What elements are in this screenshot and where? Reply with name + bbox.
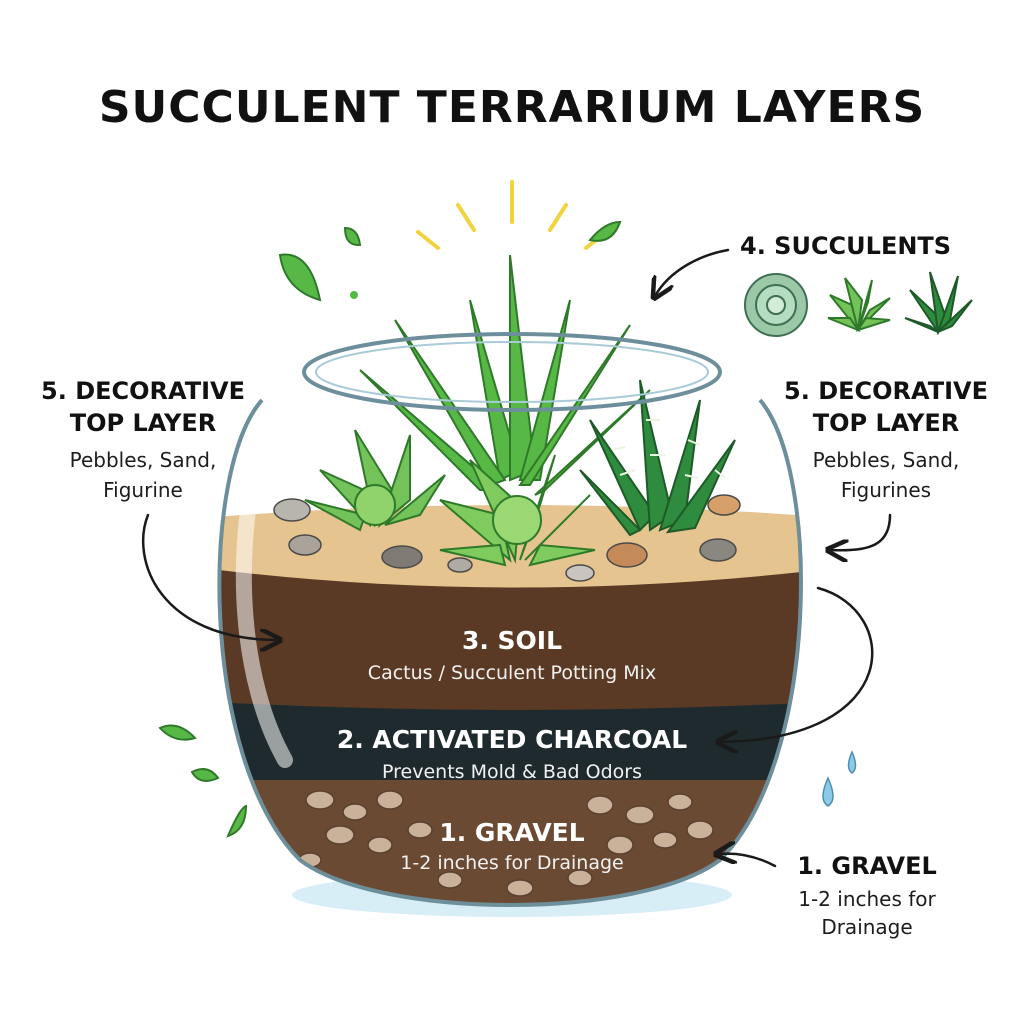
arrow-succulents	[655, 248, 730, 296]
charcoal-heading: 2. ACTIVATED CHARCOAL	[336, 725, 688, 754]
gravel-sub: 1-2 inches for Drainage	[400, 852, 624, 874]
arrow-top-right	[830, 513, 892, 550]
water-drop-icon	[822, 750, 857, 807]
gravel-heading: 1. GRAVEL	[439, 818, 585, 847]
echeveria-center	[439, 454, 596, 567]
arrow-top-left	[141, 513, 278, 640]
echeveria-icon	[827, 277, 891, 333]
rosette-succulent-left	[304, 429, 446, 532]
charcoal-sub: Prevents Mold & Bad Odors	[382, 761, 642, 783]
glass-highlight	[235, 462, 293, 768]
arrow-gravel	[718, 854, 777, 868]
top-left-heading-line1: 5. DECORATIVE	[41, 377, 245, 405]
page-title: SUCCULENT TERRARIUM LAYERS	[98, 82, 926, 133]
gravel-right-sub-line2: Drainage	[821, 915, 913, 939]
aloe-plant	[359, 254, 651, 496]
zebra-haworthia-icon	[904, 271, 973, 336]
top-right-heading-line1: 5. DECORATIVE	[784, 377, 988, 405]
top-right-heading-line2: TOP LAYER	[812, 409, 960, 437]
sun-rays-icon	[416, 180, 608, 250]
succulents-heading: 4. SUCCULENTS	[740, 232, 952, 260]
top-left-sub-line1: Pebbles, Sand,	[69, 448, 217, 472]
leaf-icon	[158, 220, 622, 838]
leaf-dot	[350, 291, 358, 299]
top-pebbles	[273, 494, 741, 582]
top-left-heading-line2: TOP LAYER	[69, 409, 217, 437]
top-right-sub-line2: Figurines	[840, 478, 932, 502]
soil-layer	[219, 560, 801, 710]
top-left-sub-line2: Figurine	[103, 478, 183, 502]
top-right-sub-line1: Pebbles, Sand,	[812, 448, 960, 472]
gravel-right-heading: 1. GRAVEL	[797, 852, 937, 880]
bowl-rim-inner	[315, 341, 709, 403]
glass-bowl	[217, 398, 803, 907]
bowl-rim	[302, 332, 722, 412]
zebra-haworthia	[579, 379, 736, 537]
soil-heading: 3. SOIL	[461, 626, 563, 655]
gravel-right-sub-line1: 1-2 inches for	[798, 887, 936, 911]
soil-sub: Cactus / Succulent Potting Mix	[367, 662, 657, 684]
rosette-succulent-icon	[744, 273, 808, 337]
arrow-charcoal	[720, 586, 874, 742]
